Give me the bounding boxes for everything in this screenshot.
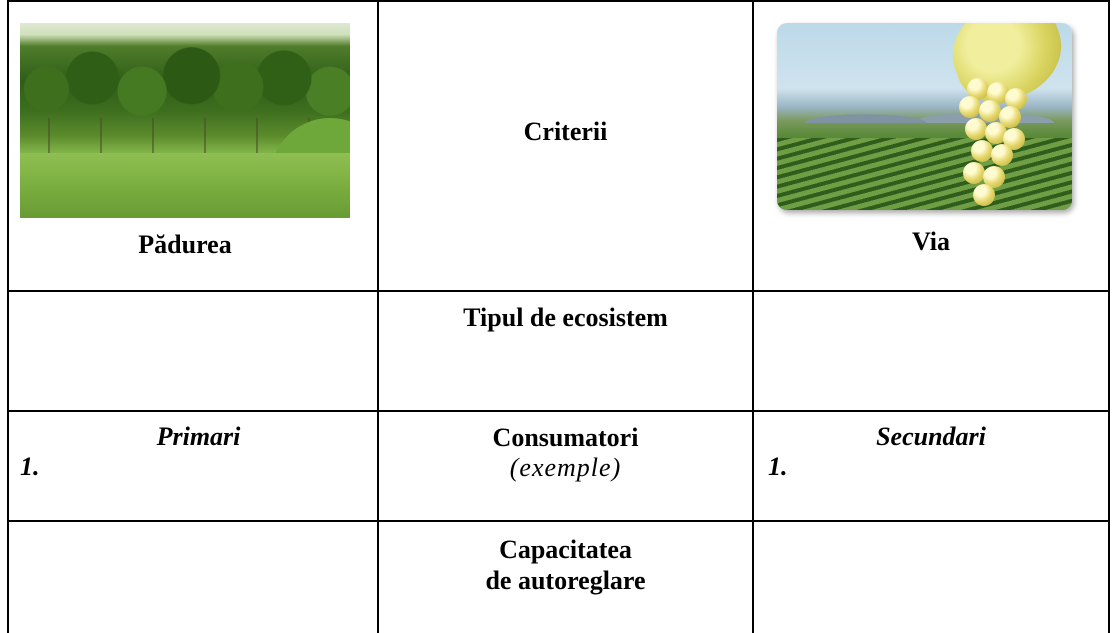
table-border-left [7,0,9,633]
table-border-right [1108,0,1110,633]
table-border-top [7,0,1110,2]
consumers-label: Consumatori [492,423,639,452]
forest-label: Pădurea [138,230,232,259]
ecosystem-type-label: Tipul de ecosistem [463,303,668,332]
self-regulation-label-line2: de autoreglare [485,566,646,595]
consumers-sublabel: (exemple) [509,453,622,482]
vineyard-label: Via [911,227,951,256]
primary-consumers-heading: Primari [156,422,241,451]
column-divider-1 [377,0,379,633]
row-divider-3 [7,520,1110,522]
forest-photo [20,23,350,218]
criteria-heading: Criterii [523,117,608,146]
column-divider-2 [752,0,754,633]
secondary-consumers-heading: Secundari [876,422,986,451]
row-divider-2 [7,410,1110,412]
primary-consumers-item-1: 1. [20,452,40,481]
self-regulation-label-line1: Capacitatea [499,535,632,564]
row-divider-1 [7,290,1110,292]
vineyard-photo [777,23,1072,210]
secondary-consumers-item-1: 1. [768,452,788,481]
